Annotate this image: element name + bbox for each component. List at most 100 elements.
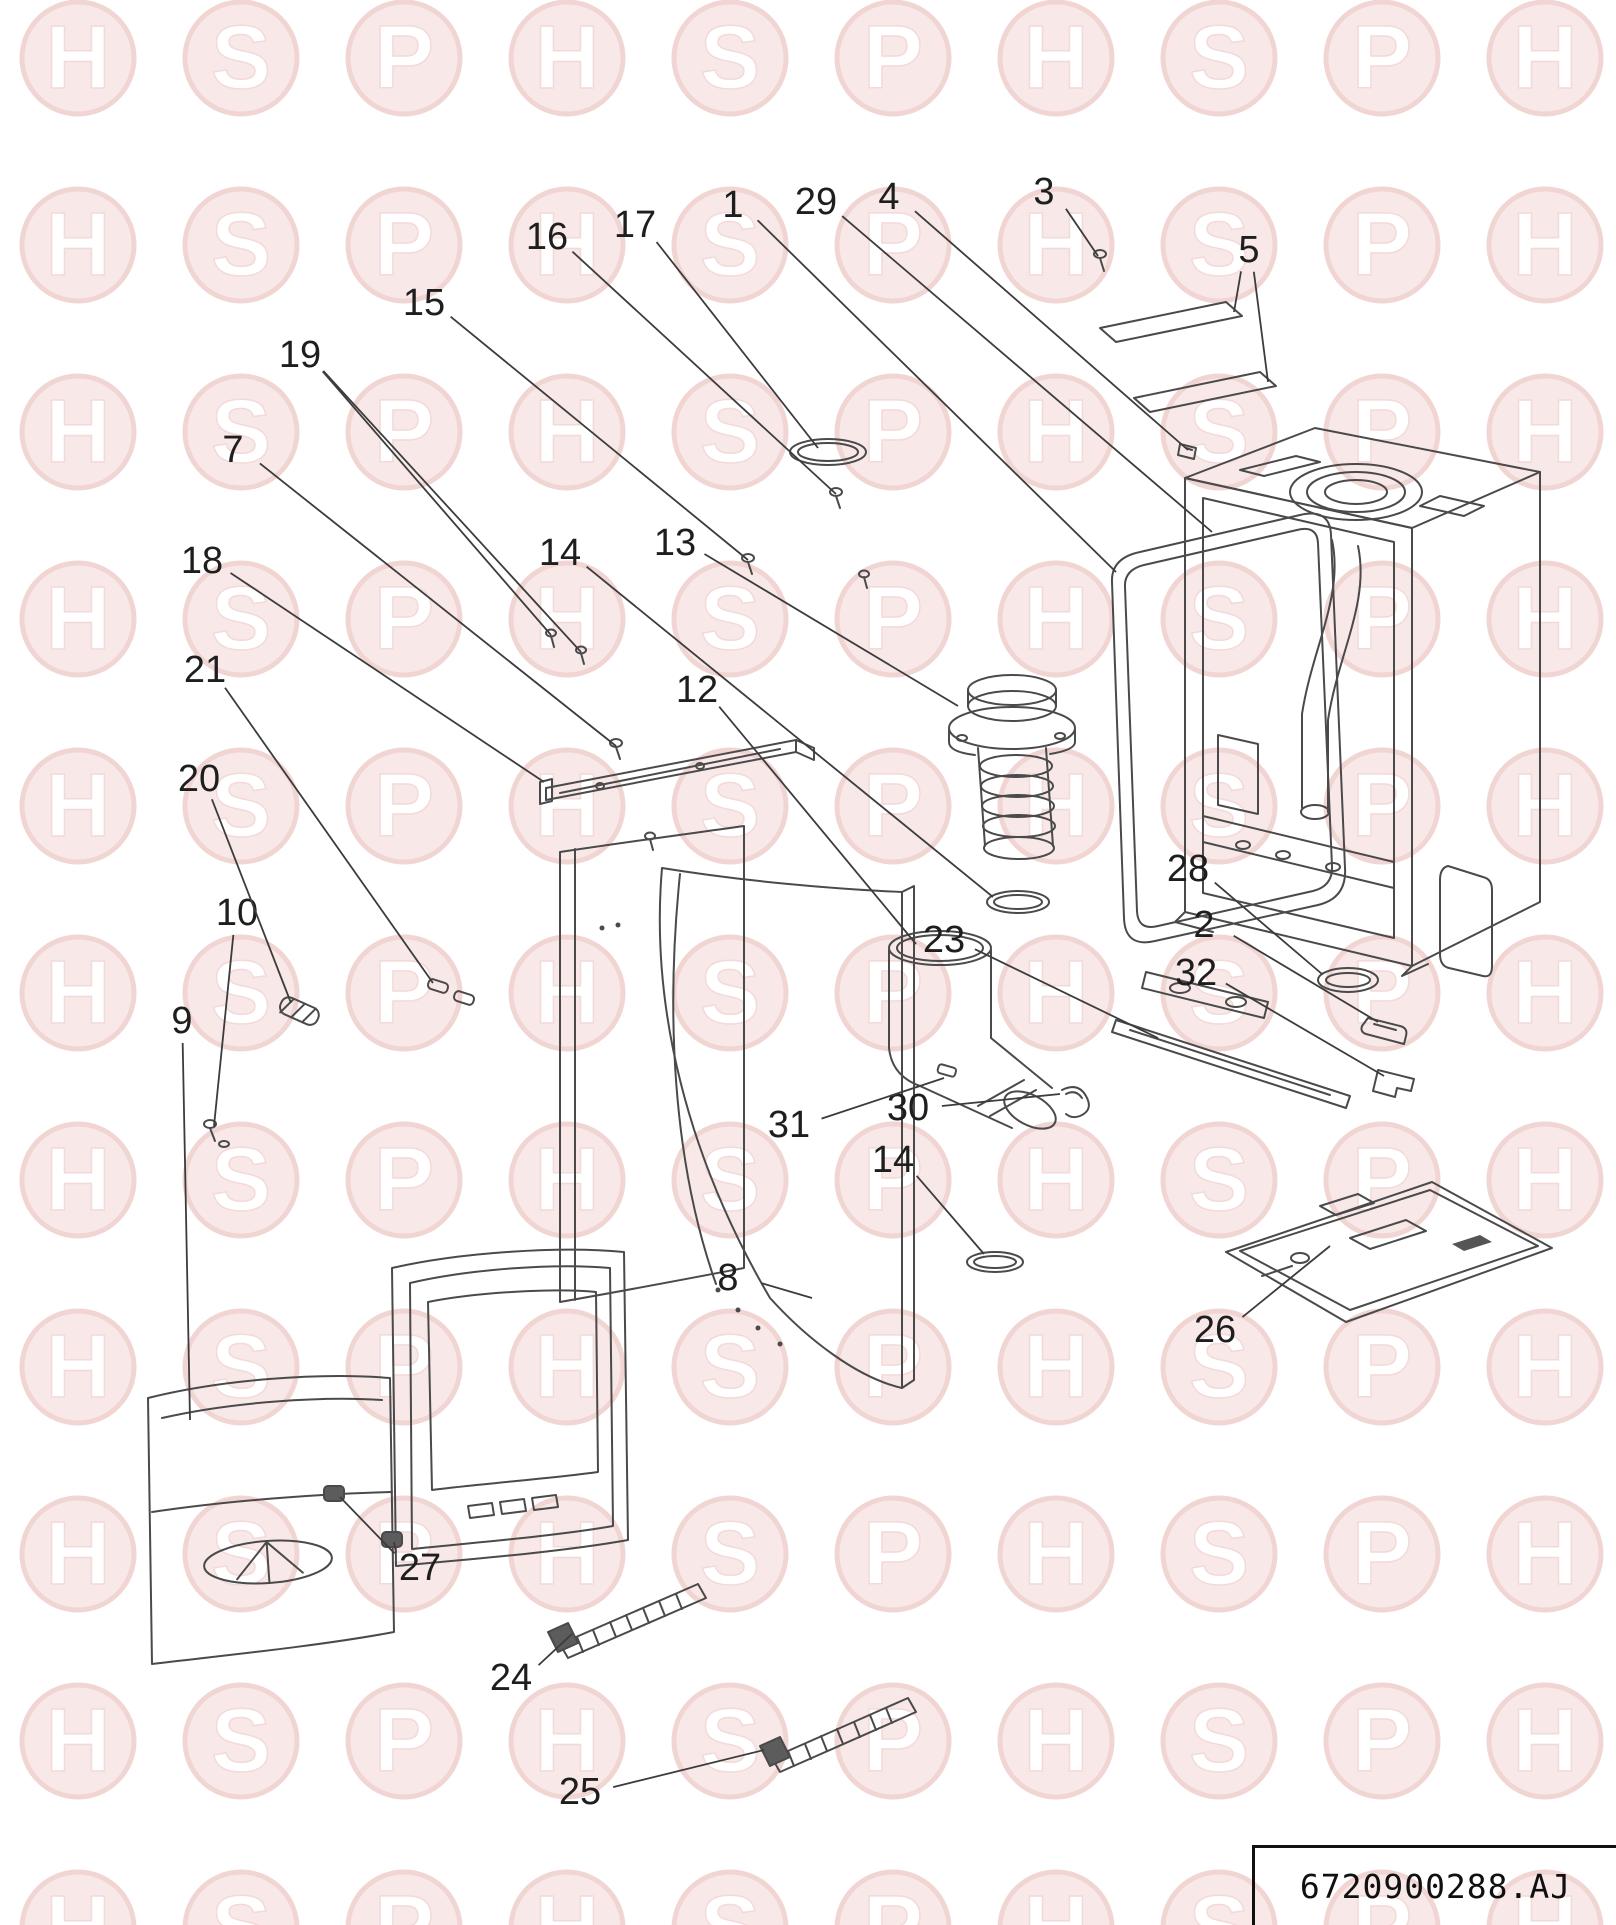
- part-number-15: 15: [403, 282, 445, 324]
- leader-line: [756, 219, 1117, 573]
- watermark-circle: [671, 1495, 789, 1613]
- watermark-circle: [345, 1495, 463, 1613]
- watermark-circle: [1486, 0, 1604, 117]
- watermark-circle: [1323, 186, 1441, 304]
- watermark-circle: [1486, 1308, 1604, 1426]
- case-front-panel-8: [658, 867, 915, 1389]
- watermark-circle: [997, 186, 1115, 304]
- watermark-circle: [671, 186, 789, 304]
- watermark-letter: H: [535, 1504, 600, 1604]
- leader-line: [1214, 881, 1323, 975]
- watermark-circle: [1160, 1682, 1278, 1800]
- watermark-circle: [1323, 1495, 1441, 1613]
- watermark-circle: [834, 1495, 952, 1613]
- leader-line: [1225, 982, 1385, 1077]
- leader-line: [450, 315, 749, 561]
- part-number-21: 21: [184, 649, 226, 691]
- watermark-letter: P: [374, 1504, 434, 1604]
- watermark-circle: [671, 0, 789, 117]
- leader-line: [322, 370, 582, 653]
- part-number-18: 18: [181, 540, 223, 582]
- watermark-letter: H: [1024, 1504, 1089, 1604]
- watermark-letter: S: [211, 1878, 271, 1925]
- watermark-letter: H: [1513, 1878, 1578, 1925]
- watermark-circle: [997, 1682, 1115, 1800]
- watermark-letter: H: [535, 8, 600, 108]
- watermark-letter: P: [1352, 1317, 1412, 1417]
- leader-line: [393, 1541, 397, 1553]
- watermark-letter: H: [1024, 8, 1089, 108]
- control-fascia-frame: [391, 1248, 629, 1567]
- clip-4: [1177, 443, 1197, 460]
- watermark-circle: [1323, 1308, 1441, 1426]
- watermark-letter: S: [1189, 1317, 1249, 1417]
- spring-20: [279, 996, 320, 1026]
- leader-line: [703, 553, 959, 707]
- leader-line: [974, 948, 1159, 1039]
- watermark-letter: H: [46, 195, 111, 295]
- watermark-letter: H: [1024, 195, 1089, 295]
- part-number-5: 5: [1238, 229, 1259, 271]
- watermark-circle: [19, 1121, 137, 1239]
- watermark-letter: P: [1352, 569, 1412, 669]
- watermark-letter: S: [211, 195, 271, 295]
- watermark-letter: S: [700, 1130, 760, 1230]
- watermark-circle: [19, 560, 137, 678]
- watermark-circle: [1486, 934, 1604, 1052]
- screw-3: [1093, 249, 1107, 272]
- watermark-letter: H: [46, 756, 111, 856]
- screw-7: [609, 738, 623, 760]
- watermark-letter: H: [1024, 1317, 1089, 1417]
- part-number-9: 9: [171, 1000, 192, 1042]
- watermark-letter: H: [535, 1878, 600, 1925]
- watermark-circle: [834, 1308, 952, 1426]
- watermark-circle: [182, 1682, 300, 1800]
- watermark-letter: S: [211, 1317, 271, 1417]
- clip-30: [1061, 1086, 1090, 1119]
- watermark-letter: H: [535, 1691, 600, 1791]
- watermark-circle: [671, 1682, 789, 1800]
- watermark-circle: [182, 747, 300, 865]
- grommets-21: [426, 978, 476, 1006]
- watermark-circle: [19, 1495, 137, 1613]
- watermark-letter: H: [1513, 195, 1578, 295]
- watermark-circle: [345, 560, 463, 678]
- leader-line: [224, 687, 434, 984]
- watermark-circle: [1160, 0, 1278, 117]
- leader-line: [230, 572, 545, 783]
- watermark-letter: H: [535, 756, 600, 856]
- watermark-letter: P: [1352, 1130, 1412, 1230]
- watermark-circle: [345, 1308, 463, 1426]
- watermark-circle: [834, 747, 952, 865]
- watermark-letter: H: [1024, 1878, 1089, 1925]
- watermark-circle: [19, 1308, 137, 1426]
- watermark-circle: [1160, 1308, 1278, 1426]
- watermark-circle: [834, 1121, 952, 1239]
- watermark-letter: P: [1352, 8, 1412, 108]
- leader-line: [322, 370, 552, 636]
- leader-line: [718, 706, 917, 945]
- watermark-circle: [345, 1682, 463, 1800]
- watermark-circle: [834, 0, 952, 117]
- part-number-10: 10: [216, 892, 258, 934]
- watermark-letter: H: [1024, 1691, 1089, 1791]
- watermark-letter: H: [46, 1878, 111, 1925]
- watermark-circle: [671, 747, 789, 865]
- part-number-23: 23: [923, 919, 965, 961]
- part-number-32: 32: [1175, 952, 1217, 994]
- watermark-circle: [1323, 0, 1441, 117]
- watermark-circle: [1323, 1682, 1441, 1800]
- watermark-letter: S: [700, 1691, 760, 1791]
- watermark-letter: P: [863, 8, 923, 108]
- case-back-panel: [559, 825, 745, 1303]
- watermark-circle: [997, 1869, 1115, 1925]
- watermark-circle: [671, 373, 789, 491]
- drawing-code: 6720900288.AJ: [1299, 1867, 1572, 1906]
- bracket-32: [1372, 1069, 1415, 1098]
- screw-bracket: [644, 831, 656, 851]
- top-mounting-bracket-18: [539, 739, 815, 805]
- watermark-letter: H: [1513, 569, 1578, 669]
- watermark-circle: [671, 1308, 789, 1426]
